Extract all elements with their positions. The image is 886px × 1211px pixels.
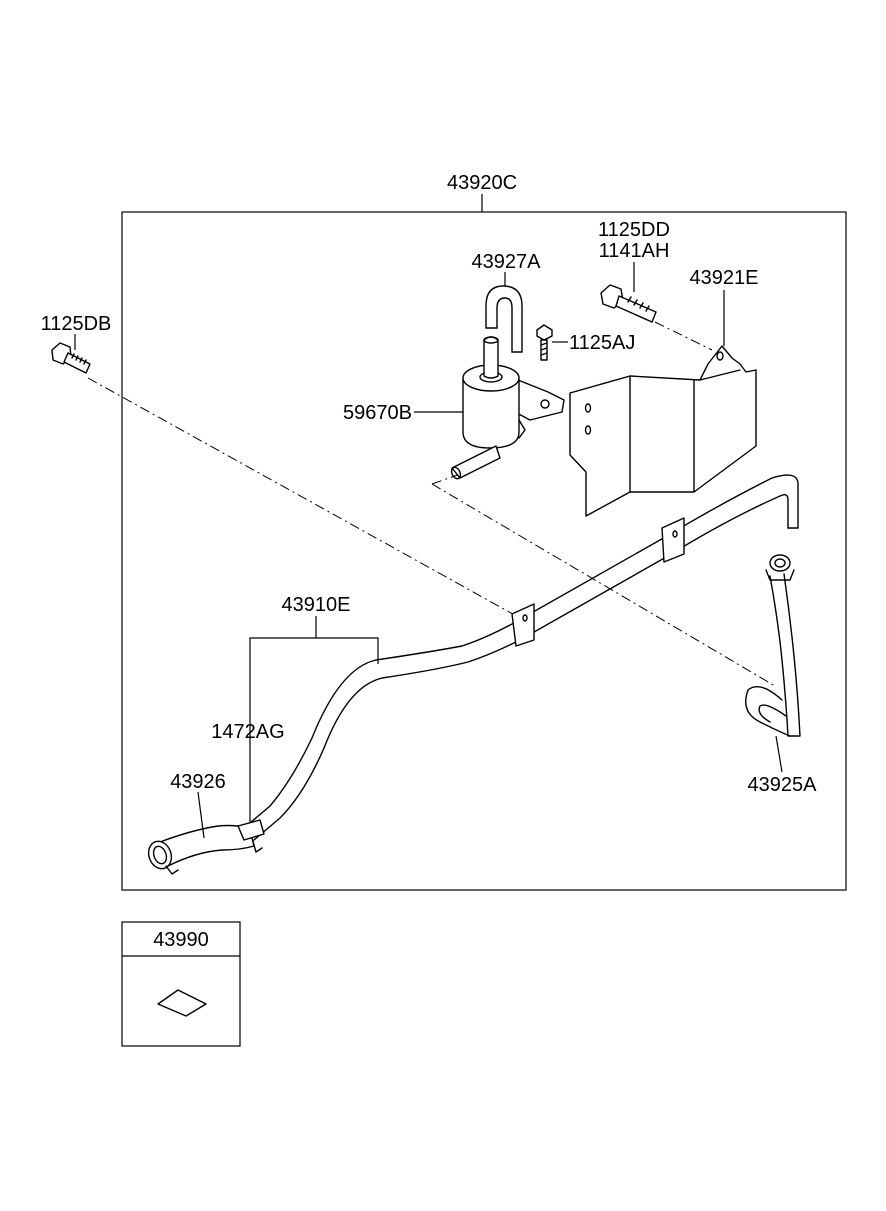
bolt-left-icon (51, 342, 91, 374)
alignment-lines (87, 321, 776, 687)
kit-box (121, 921, 241, 1047)
hose-top-label: 43927A (472, 251, 542, 273)
bracket-icon (569, 345, 757, 517)
kit-gasket-icon (157, 989, 207, 1017)
canister-icon (450, 336, 565, 480)
hose-top-icon (485, 285, 523, 353)
bolt-bracket-label-b: 1141AH (599, 240, 670, 262)
clamp-label: 1472AG (211, 721, 284, 743)
bolt-small-label: 1125AJ (569, 332, 635, 354)
bolt-small-icon (536, 324, 553, 361)
tube-icon (243, 474, 799, 841)
hose-left-leader (197, 791, 205, 839)
hose-left-label: 43926 (170, 771, 226, 793)
assembly-label: 43920C (447, 172, 517, 194)
tube-label: 43910E (282, 594, 351, 616)
hose-left-icon (147, 819, 265, 875)
tube-leader (249, 616, 379, 828)
bolt-bracket-label-a: 1125DD (598, 219, 670, 241)
kit-label: 43990 (153, 929, 209, 951)
bolt-left-label: 1125DB (41, 313, 112, 335)
bracket-label: 43921E (690, 267, 759, 289)
hose-right-icon (745, 554, 801, 737)
canister-label: 59670B (343, 402, 412, 424)
hose-right-leader (775, 735, 783, 773)
assembly-frame (121, 211, 847, 891)
bolt-bracket-icon (600, 284, 657, 323)
hose-right-label: 43925A (748, 774, 818, 796)
